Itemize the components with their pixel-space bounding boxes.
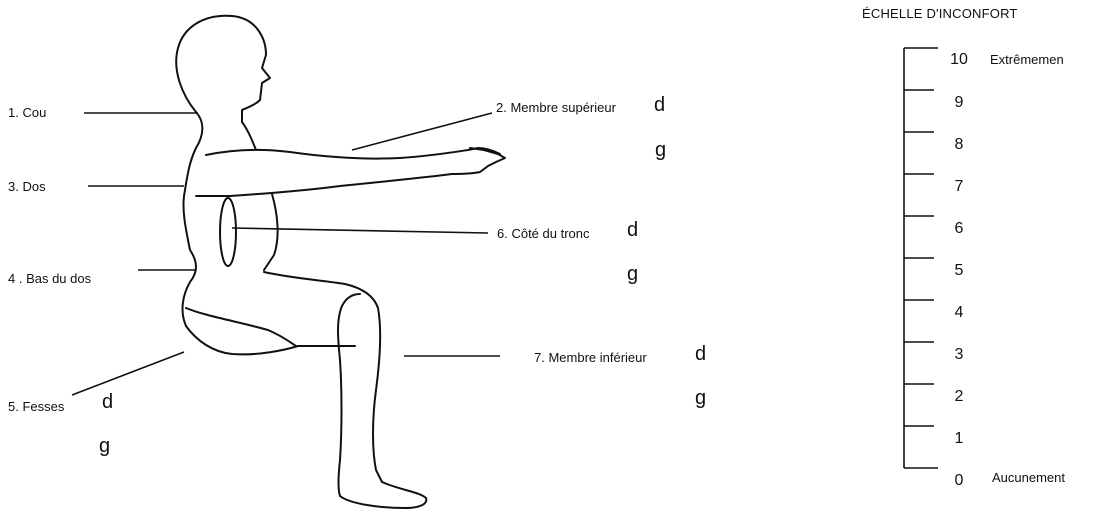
leader-buttocks [72, 352, 184, 395]
scale-level: 1 [944, 431, 974, 447]
shin-front-outline [373, 308, 382, 482]
scale-top-anchor: Extrêmemen [990, 53, 1064, 66]
belly-outline [264, 194, 278, 270]
scale-level: 7 [944, 179, 974, 195]
lower-limb-right: d [695, 344, 706, 364]
thigh-top-outline [264, 272, 378, 308]
foot-outline [340, 482, 426, 508]
scale-level: 5 [944, 263, 974, 279]
buttocks-left: g [99, 436, 110, 456]
trunk-side-marker [220, 198, 236, 266]
scale-level: 8 [944, 137, 974, 153]
lower-limb-left: g [695, 388, 706, 408]
trunk-side-right: d [627, 220, 638, 240]
upper-limb-left: g [655, 140, 666, 160]
chest-outline [242, 122, 256, 150]
scale-bottom-anchor: Aucunement [992, 471, 1065, 484]
label-lower-back: 4 . Bas du dos [8, 272, 91, 285]
leader-trunk-side [232, 228, 488, 233]
buttocks-right: d [102, 392, 113, 412]
knee-inner-outline [342, 294, 360, 306]
label-trunk-side: 6. Côté du tronc [497, 227, 590, 240]
discomfort-scale-ruler [904, 48, 938, 468]
scale-level: 0 [944, 473, 974, 489]
label-neck: 1. Cou [8, 106, 46, 119]
seat-top-outline [186, 308, 296, 346]
scale-title: ÉCHELLE D'INCONFORT [862, 6, 1018, 21]
trunk-side-left: g [627, 264, 638, 284]
scale-level: 3 [944, 347, 974, 363]
scale-level: 2 [944, 389, 974, 405]
back-outline [183, 112, 203, 326]
shin-back-outline [338, 306, 342, 496]
label-lower-limb: 7. Membre inférieur [534, 351, 647, 364]
label-buttocks: 5. Fesses [8, 400, 64, 413]
label-upper-limb: 2. Membre supérieur [496, 101, 616, 114]
head-outline [176, 16, 270, 122]
scale-level: 9 [944, 95, 974, 111]
scale-level: 10 [944, 52, 974, 68]
upper-limb-right: d [654, 95, 665, 115]
leader-upper-limb [352, 113, 492, 150]
scale-level: 4 [944, 305, 974, 321]
label-back: 3. Dos [8, 180, 46, 193]
arm-bottom-outline [196, 174, 452, 196]
scale-level: 6 [944, 221, 974, 237]
